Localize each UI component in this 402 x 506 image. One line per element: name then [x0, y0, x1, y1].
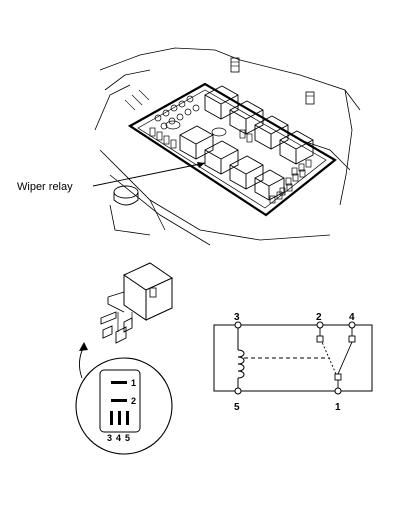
relay-face-view: 1 2 3 4 5 [75, 357, 173, 455]
callout-arrowhead [197, 162, 205, 168]
relay-face-pin-4 [118, 411, 121, 425]
relay-face-circle [75, 357, 173, 455]
relay-face-pin-5 [126, 411, 129, 425]
relay-face-pin-3-label: 3 [107, 433, 112, 443]
schematic-terminal-3 [234, 321, 242, 329]
schematic-switch [321, 341, 353, 388]
relay-face-pin-2-label: 2 [131, 396, 136, 406]
wiper-relay-callout: Wiper relay [17, 162, 206, 193]
schematic-pin-1-label: 1 [335, 402, 341, 413]
schematic-pin-4-label: 4 [349, 312, 355, 323]
engine-bay-illustration [94, 47, 361, 246]
schematic-frame [213, 324, 373, 392]
schematic-pin-3-label: 3 [234, 312, 240, 323]
schematic-terminal-4 [348, 321, 356, 329]
schematic-contact-2 [316, 335, 324, 343]
relay-face-outline [99, 369, 141, 433]
relay-part-illustration [79, 262, 174, 379]
schematic-pin-2-label: 2 [316, 312, 322, 323]
schematic-pin-5-label: 5 [234, 402, 240, 413]
relay-face-pin-1-label: 1 [131, 378, 136, 388]
schematic-terminal-5 [234, 387, 242, 395]
schematic-contact-4 [348, 335, 356, 343]
relay-face-pin-2 [111, 399, 127, 402]
relay-face-pin-5-label: 5 [125, 433, 130, 443]
schematic-terminal-2 [316, 321, 324, 329]
relay-face-pin-1 [111, 381, 127, 384]
callout-label: Wiper relay [17, 181, 73, 193]
relay-face-pin-3 [110, 411, 113, 425]
schematic-terminal-1 [334, 387, 342, 395]
relay-schematic: 3 2 4 5 1 [213, 312, 373, 413]
callout-leader-line [92, 162, 206, 187]
relay-face-pin-4-label: 4 [116, 433, 121, 443]
schematic-relay-coil [237, 328, 245, 388]
